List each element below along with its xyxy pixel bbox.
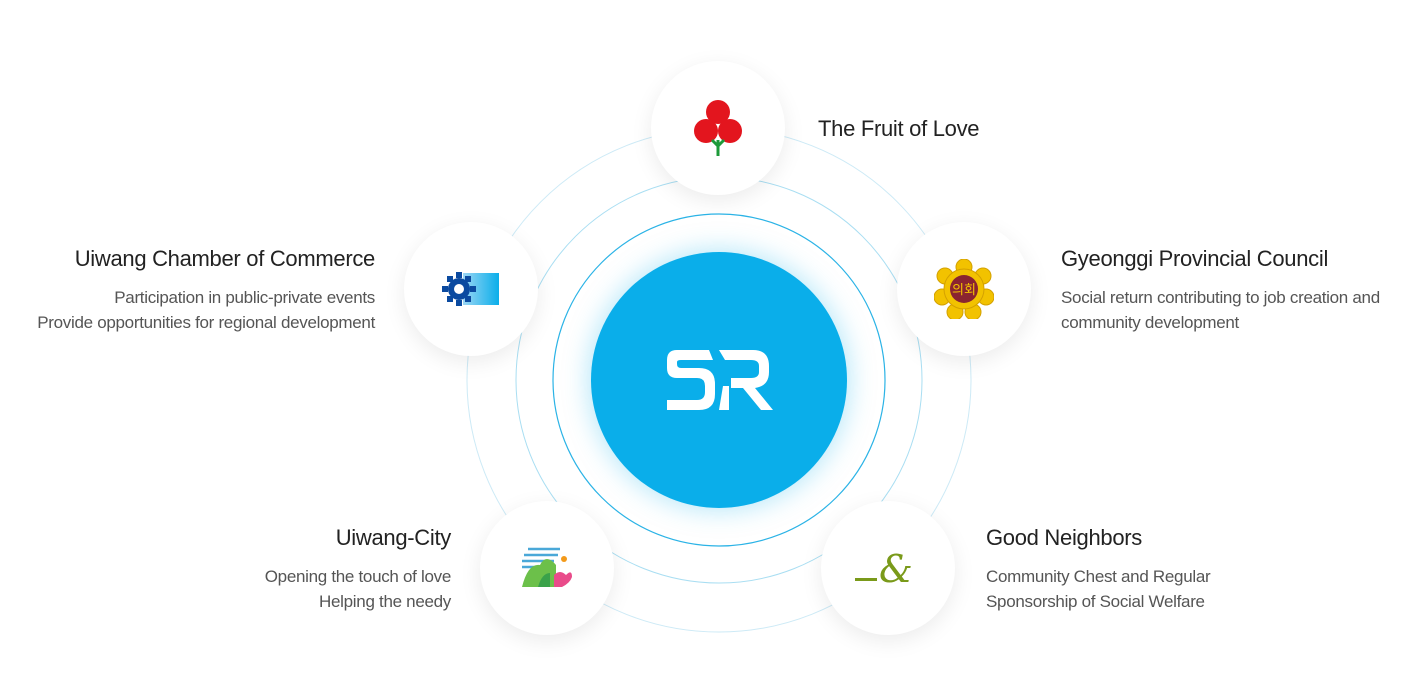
svg-text:&: & (879, 548, 913, 588)
desc-line: Helping the needy (319, 592, 451, 611)
desc-line: Participation in public-private events (114, 288, 375, 307)
desc-line: Sponsorship of Social Welfare (986, 592, 1205, 611)
partner-title: Uiwang Chamber of Commerce (74, 246, 376, 271)
partner-desc: Opening the touch of love Helping the ne… (264, 564, 452, 614)
chamber-of-commerce-node (404, 222, 538, 356)
chamber-gear-icon (442, 272, 499, 306)
partner-desc: Social return contributing to job creati… (1061, 285, 1380, 335)
uiwang-city-icon (522, 547, 572, 587)
partner-title: Good Neighbors (986, 525, 1143, 550)
gyeonggi-council-node: 의회 (897, 222, 1031, 356)
uiwang-city-node (480, 501, 614, 635)
good-neighbors-node: & (821, 501, 955, 635)
partner-title: Uiwang-City (335, 525, 452, 550)
partner-desc: Participation in public-private events P… (37, 285, 375, 335)
fruit-of-love-icon (694, 100, 742, 156)
desc-line: Community Chest and Regular (986, 567, 1211, 586)
sr-logo-icon (667, 350, 773, 410)
partner-title: Gyeonggi Provincial Council (1061, 246, 1329, 271)
desc-line: Provide opportunities for regional devel… (37, 313, 375, 332)
good-neighbors-icon: & (855, 548, 913, 588)
council-emblem-icon: 의회 (934, 259, 994, 319)
desc-line: Opening the touch of love (264, 567, 452, 586)
desc-line: community development (1061, 313, 1239, 332)
fruit-of-love-node (651, 61, 785, 195)
sr-center-logo (591, 252, 847, 508)
partner-title: The Fruit of Love (818, 116, 980, 141)
desc-line: Social return contributing to job creati… (1061, 288, 1380, 307)
partner-desc: Community Chest and Regular Sponsorship … (986, 564, 1211, 614)
svg-text:의회: 의회 (952, 283, 976, 298)
